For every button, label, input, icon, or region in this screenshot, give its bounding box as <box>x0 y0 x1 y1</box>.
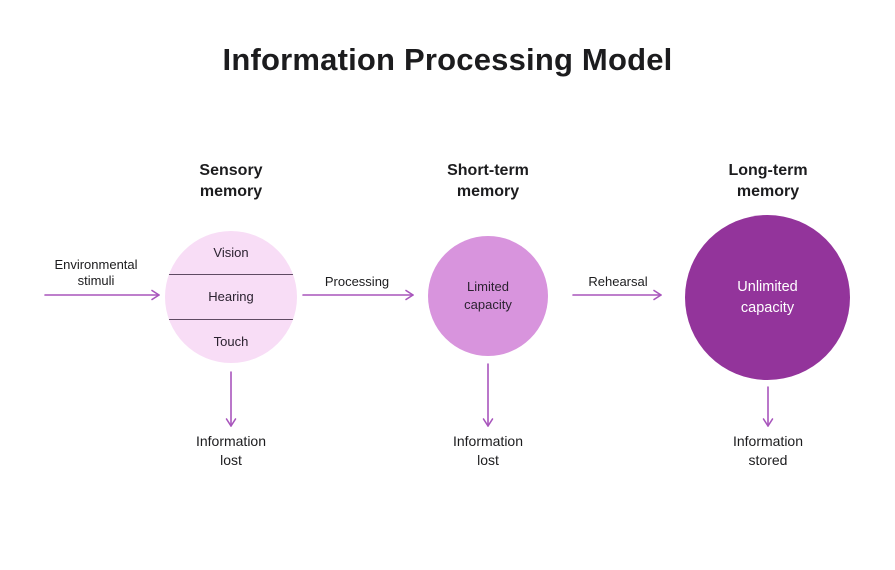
sensory-memory-circle: Vision Hearing Touch <box>165 231 297 363</box>
long-term-memory-circle: Unlimited capacity <box>685 215 850 380</box>
sensory-memory-heading: Sensory memory <box>199 162 263 200</box>
rehearsal-label: Rehearsal <box>588 274 648 289</box>
sensory-loss-arrow <box>225 371 237 427</box>
long-term-outcome-label: Information stored <box>732 433 804 468</box>
stimulus-arrow <box>44 289 160 301</box>
sense-row-vision: Vision <box>213 245 249 261</box>
processing-arrow <box>302 289 414 301</box>
environmental-stimuli-label: Environmental stimuli <box>54 257 138 289</box>
processing-label: Processing <box>324 274 390 289</box>
short-term-loss-arrow <box>482 363 494 427</box>
sensory-outcome-label: Information lost <box>195 433 267 468</box>
rehearsal-arrow <box>572 289 662 301</box>
long-term-store-arrow <box>762 386 774 427</box>
sense-row-hearing: Hearing <box>165 274 297 318</box>
diagram-title: Information Processing Model <box>222 42 673 77</box>
long-term-memory-heading: Long-term memory <box>728 162 808 200</box>
short-term-outcome-label: Information lost <box>452 433 524 468</box>
short-term-memory-heading: Short-term memory <box>447 162 529 200</box>
short-term-memory-circle: Limited capacity <box>428 236 548 356</box>
sense-row-touch: Touch <box>165 318 297 363</box>
